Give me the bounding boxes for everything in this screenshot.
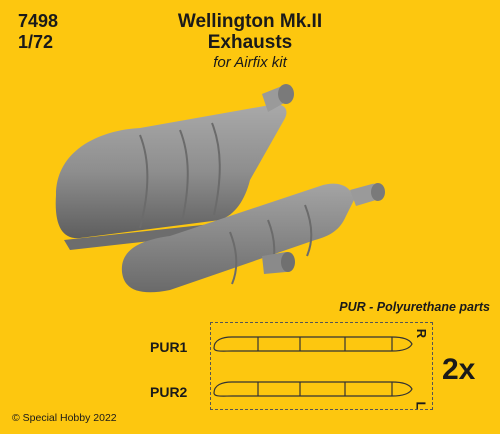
catalog-number: 7498 — [18, 11, 59, 31]
part-label-pur2: PUR2 — [150, 384, 188, 400]
exhaust-part-lower — [121, 183, 385, 293]
scale-label: 1/72 — [18, 32, 54, 52]
part-outline-pur1 — [213, 336, 413, 352]
quantity-label: 2x — [442, 353, 476, 386]
part-outline-pur2 — [213, 381, 413, 397]
material-note: PUR - Polyurethane parts — [339, 300, 490, 314]
side-marker-left: L — [413, 401, 429, 410]
product-title-line2: Exhausts — [207, 32, 293, 53]
side-marker-right: R — [414, 328, 430, 339]
copyright-notice: © Special Hobby 2022 — [12, 412, 117, 424]
product-subtitle: for Airfix kit — [213, 54, 287, 71]
parts-outline-box — [210, 322, 433, 410]
product-title: Wellington Mk.II — [177, 11, 323, 32]
exhaust-part-upper — [55, 84, 294, 250]
part-label-pur1: PUR1 — [150, 339, 188, 355]
